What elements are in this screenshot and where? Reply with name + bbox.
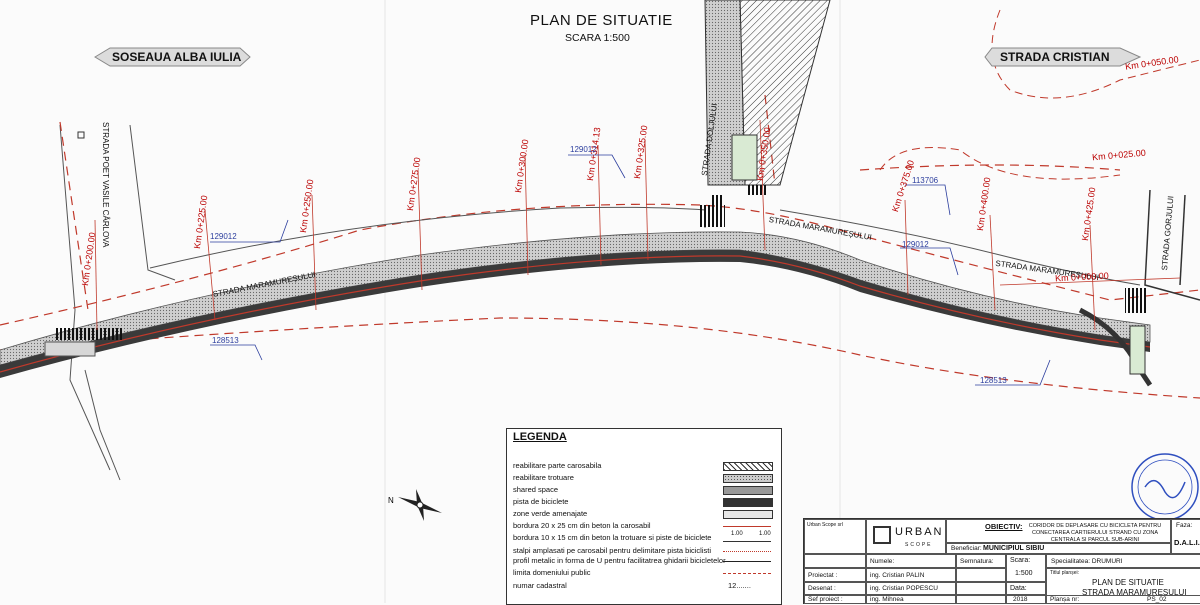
legend-item: zone verde amenajate — [513, 509, 775, 519]
legend-item: shared space — [513, 485, 775, 495]
legend-item: bordura 10 x 15 cm din beton la trotuare… — [513, 531, 771, 542]
cadastral-number: 113706 — [912, 176, 939, 185]
cadastral-number: 129012 — [902, 240, 929, 249]
legend-item: reabilitare parte carosabila — [513, 461, 775, 471]
objective: OBIECTIV: CORIDOR DE DEPLASARE CU BICICL… — [946, 519, 1171, 543]
legend-item: reabilitare trotuare — [513, 473, 775, 483]
legend-item: limita domeniului public — [513, 568, 775, 578]
crosswalk-doljului — [700, 205, 725, 227]
svg-text:N: N — [388, 496, 394, 505]
street-doljului — [704, 0, 831, 225]
street-poet-carlova — [59, 124, 176, 481]
street-label-poet: STRADA POET VASILE CÂRLOVA — [101, 122, 110, 248]
official-stamp — [1131, 453, 1199, 521]
chainage-ticks — [94, 119, 1181, 331]
arrow-left-shape — [94, 47, 251, 67]
legend-item: profil metalic in forma de U pentru faci… — [513, 556, 775, 566]
cadastral-number: 128513 — [212, 336, 239, 345]
kerb-line — [0, 255, 1151, 373]
sidewalk-upper — [0, 231, 1151, 366]
legend-item: pista de biciclete — [513, 497, 775, 507]
arrow-right-shape — [984, 47, 1142, 67]
street-gorjului — [1125, 189, 1200, 313]
legend-title: LEGENDA — [513, 431, 567, 443]
scale-cell: Scara: 1:500 — [1006, 554, 1046, 582]
legend-item: numar cadastral 12....... — [513, 581, 751, 590]
arrow-label-strada-cristian: STRADA CRISTIAN — [1000, 50, 1110, 64]
plot-boundary — [991, 9, 1200, 99]
plan-title: PLAN DE SITUATIE — [530, 12, 673, 29]
cadastral-number: 128513 — [980, 376, 1007, 385]
carriageway-edge — [149, 206, 706, 269]
cadastral-number: 129012 — [570, 145, 597, 154]
legend-box: LEGENDA reabilitare parte carosabila rea… — [506, 428, 782, 605]
plot-boundary-2 — [879, 147, 1121, 180]
plan-scale: SCARA 1:500 — [565, 32, 630, 44]
beneficiary: Beneficiar: MUNICIPIUL SIBIU — [946, 543, 1171, 554]
phase: Faza: D.A.L.I. — [1171, 519, 1200, 554]
crosswalk-left — [44, 328, 123, 357]
cadastral-leaders — [210, 154, 1051, 386]
cadastral-number: 129012 — [210, 232, 237, 241]
title-block: Urban Scope srl URBAN SCOPE OBIECTIV: CO… — [803, 518, 1200, 604]
arrow-label-soseaua-alba-iulia: SOSEAUA ALBA IULIA — [112, 50, 242, 64]
company-logo: URBAN SCOPE — [866, 519, 946, 554]
north-arrow-icon — [398, 489, 442, 521]
legend-item: bordura 20 x 25 cm din beton la carosabi… — [513, 521, 775, 531]
company-info: Urban Scope srl — [804, 519, 866, 554]
bike-lane — [0, 249, 1150, 378]
legend-item: stalpi amplasati pe carosabil pentru del… — [513, 546, 775, 556]
